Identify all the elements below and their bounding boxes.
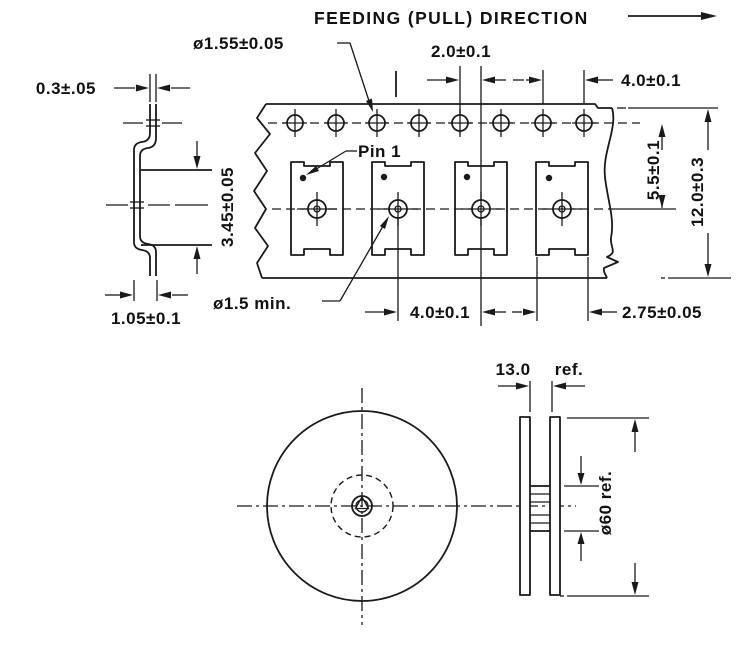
sprocket-holes [283,109,596,137]
pocket-4 [535,161,589,256]
sprocket-hole [407,109,431,137]
sprocket-hole [572,109,596,137]
pin1-dot [463,173,471,181]
dim-hole-to-pocket: 2.0±0.1 [427,42,524,84]
leader-arrow-icon [306,166,319,175]
pocket-hole [378,192,418,226]
reel-inner-width-ref-label: ref. [555,360,583,379]
carrier-tape-view: ø1.55±0.05 Pin 1 ø1.5 min. 2.0±0.1 [193,34,731,326]
component-profile-outer [133,104,151,276]
reel-key-icon [354,495,370,510]
dim-sprocket-hole-dia: ø1.55±0.05 [193,34,373,112]
pocket-3 [454,161,508,256]
dim-reel-inner-width: 13.0 ref. [495,360,585,412]
dim-pocket-pitch: 4.0±0.1 [365,303,522,322]
feeding-direction-arrow-icon [701,12,717,20]
dim-reel-outer-dia [560,417,649,597]
reel-right-flange [549,416,561,596]
tape-left-break-edge [253,103,271,279]
feeding-direction-label: FEEDING (PULL) DIRECTION [314,8,589,28]
hole-to-pocket-label: 2.0±0.1 [431,42,491,61]
dim-hub-dia: ø60 ref. [564,456,615,561]
reel-left-flange [519,416,531,596]
dim-pocket-hole-dia: ø1.5 min. [213,216,389,313]
pin-thickness-label: 0.3±.05 [36,79,96,98]
tape-top-edge [266,103,612,109]
reel-hub-side [530,485,550,532]
pin1-dot [545,174,553,182]
dim-pocket-width: 2.75±0.05 [523,303,702,322]
reel-side-view: 13.0 ref. ø60 ref. [495,360,649,597]
component-side-view: 0.3±.05 3.45±0.05 1.05±0.1 [36,74,237,328]
foot-width-label: 1.05±0.1 [111,309,181,328]
pocket-hole [297,192,337,226]
pin1-callout: Pin 1 [306,142,401,175]
pin1-dot [299,174,307,182]
dim-tape-width: 12.0±0.3 [617,107,731,279]
hub-dia-label: ø60 ref. [596,471,615,535]
dim-sprocket-pitch: 4.0±0.1 [526,71,681,90]
reel-inner-width-label: 13.0 [495,360,530,379]
pocket-hole [461,192,501,226]
sprocket-hole [531,109,555,137]
sprocket-hole [489,109,513,137]
cl-offset-label: 5.5±0.1 [644,140,663,200]
body-height-label: 3.45±0.05 [218,167,237,247]
sprocket-hole [324,109,348,137]
dim-cl-offset: 5.5±0.1 [644,124,666,208]
sprocket-hole [283,109,307,137]
leader-arrow-icon [380,216,389,229]
sprocket-hole [448,109,472,137]
tape-width-label: 12.0±0.3 [688,157,707,227]
pocket-width-label: 2.75±0.05 [622,303,702,322]
pin1-dot [380,173,388,181]
tape-pockets [290,161,589,256]
dim-foot-width: 1.05±0.1 [105,280,188,328]
pin1-label: Pin 1 [358,142,401,161]
sprocket-hole [365,109,389,137]
leader-arrow-icon [366,98,373,112]
sprocket-pitch-label: 4.0±0.1 [621,71,681,90]
tape-right-break-edge [602,107,619,279]
feeding-direction-header: FEEDING (PULL) DIRECTION [314,8,717,28]
dim-pin-thickness: 0.3±.05 [36,74,190,102]
pocket-1 [290,161,344,256]
pocket-pitch-label: 4.0±0.1 [410,303,470,322]
dim-body-height: 3.45±0.05 [193,141,237,274]
sprocket-hole-dia-label: ø1.55±0.05 [193,34,284,53]
pocket-2 [371,161,425,256]
reel-front-view [237,388,576,625]
pocket-hole [542,192,582,226]
pocket-center-holes [297,192,582,226]
pocket-hole-dia-label: ø1.5 min. [213,294,291,313]
